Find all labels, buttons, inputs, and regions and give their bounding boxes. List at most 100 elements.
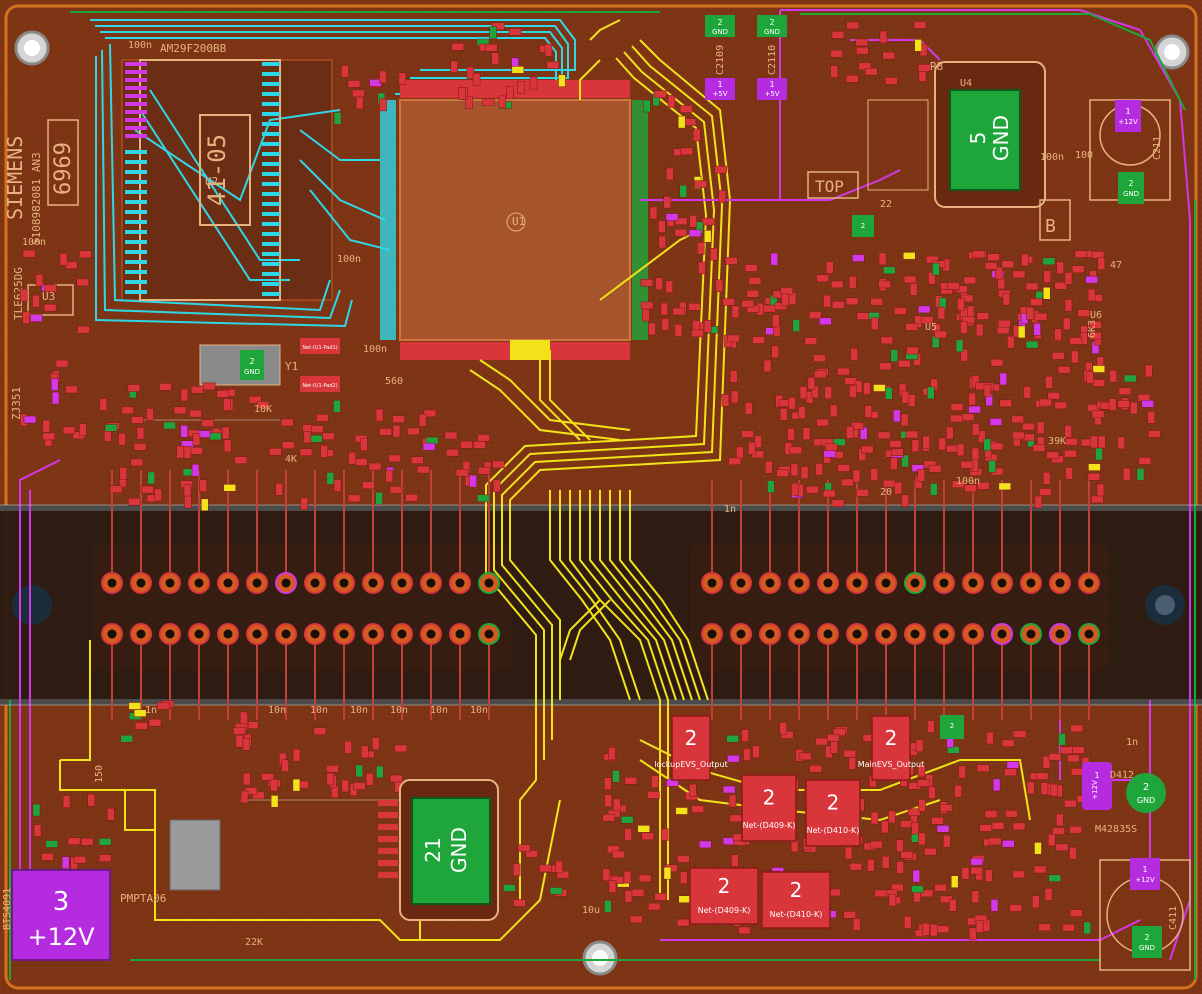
cap-c211[interactable]: 1 +12V 2 GND C211 [1089, 99, 1171, 204]
smd-pad [465, 96, 473, 110]
u1-chip-body [399, 99, 631, 341]
smd-pad [900, 820, 913, 828]
smd-pad [316, 414, 329, 422]
connector-pin-hole [823, 629, 833, 639]
smd-pad [949, 899, 957, 912]
val-label: 10n [430, 705, 448, 716]
connector-pin-hole [794, 578, 804, 588]
smd-pad [208, 432, 222, 441]
smd-pad [791, 483, 799, 496]
smd-pad [1030, 298, 1043, 306]
smd-pad [79, 423, 87, 436]
smd-pad [118, 433, 126, 446]
smd-pad [1004, 768, 1017, 777]
cap-c411[interactable]: 1 +12V 2 GND C411 [1099, 858, 1191, 971]
smd-pad [833, 438, 846, 446]
smd-pad [120, 734, 133, 743]
smd-pad [202, 382, 216, 391]
smd-pad [192, 433, 201, 446]
smd-pad [1033, 323, 1041, 336]
connector-pin-hole [765, 629, 775, 639]
u2-right-pins [262, 62, 280, 296]
u4-regulator[interactable]: 5 GND U4 TOP B R8 [807, 60, 1071, 241]
diode-d412[interactable]: 1 +12V 2 GND D412 M42835S [1082, 762, 1166, 835]
smd-pad [683, 118, 697, 126]
transistor-pmpta06[interactable]: PMPTA06 [120, 789, 221, 905]
connector-lower-row[interactable] [101, 623, 1100, 645]
smd-pad [1072, 746, 1085, 754]
smd-pad [1002, 840, 1015, 848]
cap-c2110[interactable]: 2 GND 1 +5V C2110 [757, 15, 787, 100]
smd-pad [539, 864, 552, 873]
connector-pin-hole [426, 578, 436, 588]
smd-pad [1064, 449, 1077, 458]
connector-pin-hole [484, 629, 494, 639]
smd-pad [1141, 400, 1154, 408]
smd-pad [928, 786, 936, 799]
smd-pad [458, 87, 466, 100]
smd-pad [51, 391, 60, 405]
power-pad-12v[interactable]: 3 +12V BTS4091 [2, 869, 111, 961]
connector-upper-row[interactable] [101, 572, 1100, 594]
smd-pad [741, 729, 749, 742]
bts-label: BTS4091 [2, 888, 13, 930]
smd-pad [234, 456, 248, 464]
smd-pad [1036, 421, 1045, 434]
smd-pad [893, 409, 901, 423]
val-label: 10u [582, 905, 600, 916]
smd-pad [223, 484, 237, 492]
d412-p1-num: 1 [1094, 771, 1099, 780]
smd-pad [728, 457, 742, 466]
connector-pin-hole [455, 629, 465, 639]
smd-pad [1071, 350, 1079, 364]
net-pad-label: Net-(D409-K) [743, 821, 796, 830]
smd-pad [715, 279, 724, 293]
smd-pad [846, 426, 854, 439]
u5-ref: U5 [925, 322, 937, 333]
cap-c2109[interactable]: 2 GND 1 +5V C2109 [705, 15, 735, 100]
gnd-pad-21[interactable]: 21 GND [378, 779, 499, 921]
smd-pad [927, 720, 935, 733]
smd-pad [903, 275, 917, 284]
smd-pad [937, 306, 946, 320]
smd-pad [1069, 826, 1082, 834]
smd-pad [333, 112, 342, 125]
gnd-pad-5[interactable] [949, 89, 1021, 191]
b-mark: B [1045, 216, 1056, 237]
connector-pin-hole [707, 578, 717, 588]
connector-pin-hole [736, 629, 746, 639]
smd-pad [913, 21, 927, 29]
smd-pad [1045, 376, 1053, 389]
val-label: 4K [285, 454, 297, 465]
smd-pad [800, 466, 809, 479]
smd-pad [466, 66, 475, 80]
smd-pad [62, 426, 76, 435]
smd-pad [411, 456, 424, 464]
smd-pad [885, 387, 893, 400]
u2-flash-chip[interactable]: 41-05 U2 AM29F200BB [139, 42, 281, 301]
smd-pad [890, 349, 899, 362]
smd-pad [889, 440, 902, 448]
connector-pin-hole [823, 578, 833, 588]
smd-pad [517, 844, 531, 852]
net-pads[interactable]: 2lockupEVS_Output2MainEVS_Output2Net-(D4… [654, 715, 925, 929]
smd-pad [924, 847, 937, 856]
smd-pad [1001, 739, 1015, 748]
smd-pad [33, 824, 42, 837]
connector-pin-hole [1055, 629, 1065, 639]
c411-p1-net: +12V [1135, 876, 1155, 884]
smd-pad [710, 248, 718, 261]
smd-pad [665, 280, 674, 294]
smd-pad [104, 424, 118, 432]
smd-pad [804, 337, 818, 345]
smd-pad [901, 390, 910, 404]
smd-pad [390, 774, 403, 783]
smd-pad [856, 46, 869, 55]
